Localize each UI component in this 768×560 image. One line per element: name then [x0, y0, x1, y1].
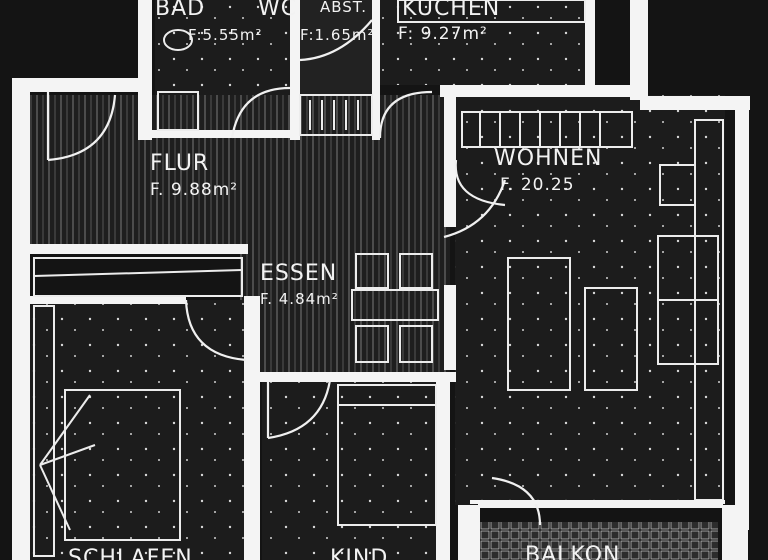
room-area-essen: F. 4.84m² [260, 290, 339, 308]
room-area-wohnen: F. 20.25 [500, 175, 575, 195]
room-name-wc: WC [258, 0, 298, 21]
room-name-flur: FLUR [150, 151, 210, 176]
door-swings [46, 19, 542, 526]
room-name-schlafen: SCHLAFEN [68, 546, 193, 560]
room-area-bad: F:5.55m² [188, 26, 263, 44]
room-name-kind: KIND [330, 546, 389, 560]
room-name-absst: ABST. [320, 0, 367, 16]
room-area-wc: F:1.65m² [300, 26, 375, 44]
room-name-kuchen: KÜCHEN [402, 0, 501, 21]
room-name-wohnen: WOHNEN [494, 146, 603, 171]
walls [12, 0, 750, 560]
schlafen-floor [30, 300, 245, 560]
essen-floor [240, 245, 450, 375]
room-name-balkon: BALKON [525, 543, 621, 560]
kuchen-floor [380, 0, 585, 85]
room-area-flur: F. 9.88m² [150, 180, 239, 200]
room-area-kuchen: F: 9.27m² [398, 24, 488, 44]
flur-floor [30, 95, 450, 245]
room-name-bad: BAD [155, 0, 206, 21]
balkon-floor [478, 522, 718, 560]
room-name-essen: ESSEN [260, 261, 338, 286]
kind-floor [262, 380, 437, 560]
